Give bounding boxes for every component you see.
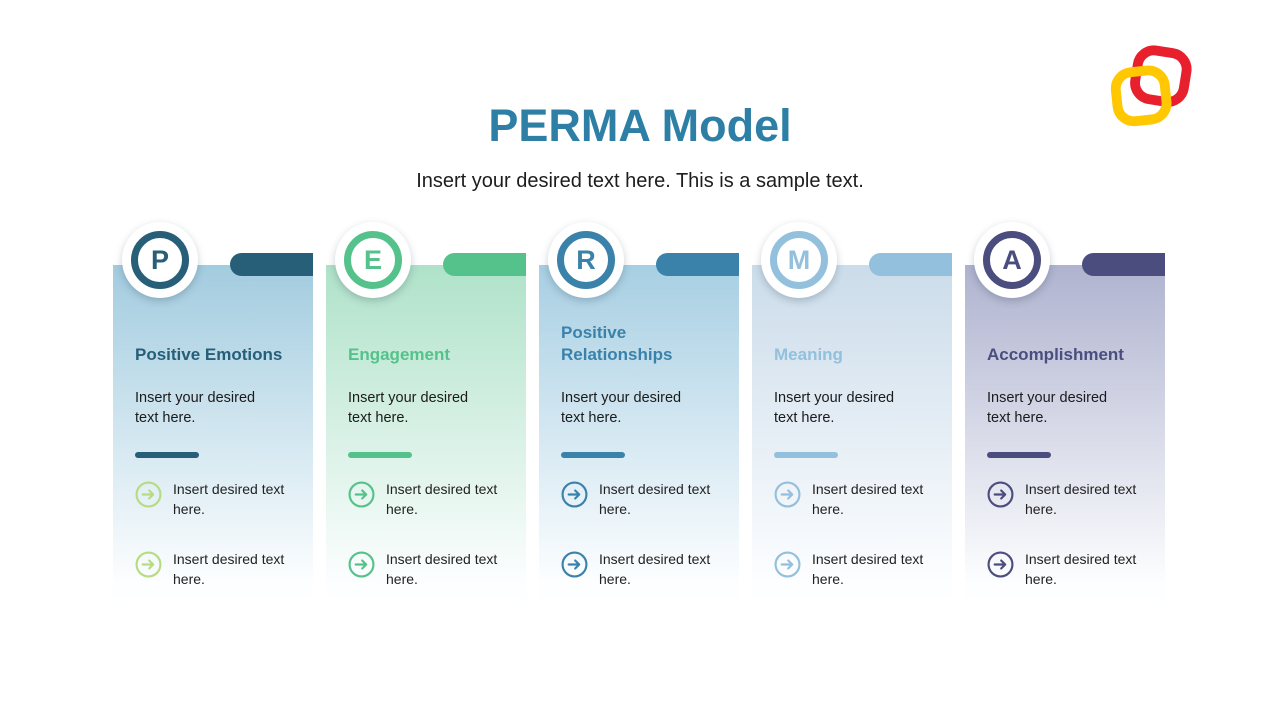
bullet-text: Insert desired text here. (386, 481, 498, 517)
badge-letter: A (1002, 244, 1022, 275)
bullet-item: Insert desired text here. (774, 550, 938, 589)
arrow-circle-icon (561, 551, 588, 578)
perma-cards-row: P Positive Emotions Insert your desired … (113, 222, 1165, 598)
letter-ring-icon: M (770, 231, 828, 289)
bullet-item: Insert desired text here. (774, 480, 938, 519)
card-accomplishment: A Accomplishment Insert your desired tex… (965, 222, 1165, 598)
bullet-text: Insert desired text here. (1025, 481, 1137, 517)
bullet-item: Insert desired text here. (348, 550, 512, 589)
accent-divider (348, 452, 412, 458)
card-meaning: M Meaning Insert your desired text here.… (752, 222, 952, 598)
card-engagement: E Engagement Insert your desired text he… (326, 222, 526, 598)
letter-badge: A (974, 222, 1050, 298)
card-description: Insert your desired text here. (348, 390, 469, 426)
bullet-text: Insert desired text here. (173, 551, 285, 587)
header-pill (869, 253, 952, 276)
header-pill (443, 253, 526, 276)
arrow-circle-icon (774, 481, 801, 508)
bullet-item: Insert desired text here. (987, 480, 1151, 519)
bullet-text: Insert desired text here. (173, 481, 285, 517)
letter-ring-icon: A (983, 231, 1041, 289)
bullet-text: Insert desired text here. (386, 551, 498, 587)
accent-divider (135, 452, 199, 458)
bullet-item: Insert desired text here. (135, 550, 299, 589)
letter-ring-icon: P (131, 231, 189, 289)
letter-ring-icon: R (557, 231, 615, 289)
header-pill (230, 253, 313, 276)
brand-logo-icon (1110, 44, 1192, 128)
bullet-item: Insert desired text here. (987, 550, 1151, 589)
card-description: Insert your desired text here. (561, 390, 682, 426)
bullet-text: Insert desired text here. (599, 481, 711, 517)
bullet-text: Insert desired text here. (1025, 551, 1137, 587)
arrow-circle-icon (561, 481, 588, 508)
card-positive-emotions: P Positive Emotions Insert your desired … (113, 222, 313, 598)
card-positive-relationships: R Positive Relationships Insert your des… (539, 222, 739, 598)
bullet-text: Insert desired text here. (812, 481, 924, 517)
bullet-text: Insert desired text here. (812, 551, 924, 587)
letter-ring-icon: E (344, 231, 402, 289)
letter-badge: M (761, 222, 837, 298)
slide-title: PERMA Model (488, 100, 792, 151)
arrow-circle-icon (987, 551, 1014, 578)
arrow-circle-icon (774, 551, 801, 578)
card-description: Insert your desired text here. (135, 390, 256, 426)
arrow-circle-icon (348, 481, 375, 508)
letter-badge: P (122, 222, 198, 298)
accent-divider (561, 452, 625, 458)
bullet-text: Insert desired text here. (599, 551, 711, 587)
card-title: Positive Emotions (135, 344, 283, 364)
card-description: Insert your desired text here. (774, 390, 895, 426)
slide-subtitle: Insert your desired text here. This is a… (416, 170, 864, 192)
badge-letter: M (787, 244, 811, 275)
bullet-item: Insert desired text here. (135, 480, 299, 519)
card-title: Accomplishment (987, 344, 1124, 364)
card-title: Positive Relationships (561, 322, 673, 364)
card-title: Engagement (348, 344, 451, 364)
letter-badge: E (335, 222, 411, 298)
header-pill (1082, 253, 1165, 276)
letter-badge: R (548, 222, 624, 298)
arrow-circle-icon (135, 551, 162, 578)
accent-divider (987, 452, 1051, 458)
arrow-circle-icon (348, 551, 375, 578)
card-title: Meaning (774, 344, 843, 364)
badge-letter: P (150, 244, 169, 275)
badge-letter: R (576, 244, 596, 275)
arrow-circle-icon (135, 481, 162, 508)
header-pill (656, 253, 739, 276)
bullet-item: Insert desired text here. (348, 480, 512, 519)
bullet-item: Insert desired text here. (561, 550, 725, 589)
bullet-item: Insert desired text here. (561, 480, 725, 519)
card-description: Insert your desired text here. (987, 390, 1108, 426)
arrow-circle-icon (987, 481, 1014, 508)
badge-letter: E (363, 244, 382, 275)
accent-divider (774, 452, 838, 458)
